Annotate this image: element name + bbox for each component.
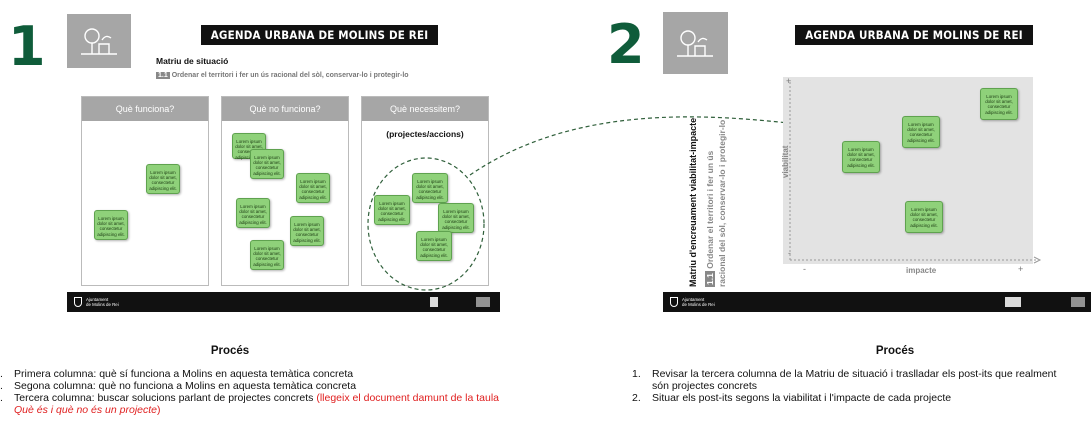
process2-title: Procés [875,345,915,357]
y-axis-label: viabilitat [781,145,790,178]
sticky-note[interactable]: Lorem ipsum dolor sit amet, consectetur … [842,141,880,173]
sticky-note[interactable]: Lorem ipsum dolor sit amet, consectetur … [94,210,128,240]
process1-step-3-note-italic: Què és i què no és un projecte [14,404,158,416]
column-header-works: Què funciona? [82,97,208,121]
process2-step-1: Revisar la tercera columna de la Matriu … [652,368,1057,392]
partner-logos [1005,297,1085,307]
connector-arrow [367,116,820,291]
panel1-footer: Ajuntament de Molins de Rei [67,292,500,312]
step-number-2: 2 [607,13,645,76]
process2-steps: 1. Revisar la tercera columna de la Matri… [632,368,1062,404]
column-works: Què funciona? [81,96,209,286]
sticky-note[interactable]: Lorem ipsum dolor sit amet, consectetur … [250,149,284,179]
process1-title: Procés [210,345,250,357]
x-axis-plus: + [1018,264,1024,274]
sticky-note[interactable]: Lorem ipsum dolor sit amet, consectetur … [296,173,330,203]
sticky-note[interactable]: Lorem ipsum dolor sit amet, consectetur … [902,116,940,148]
panel1-banner: AGENDA URBANA DE MOLINS DE REI [201,25,438,45]
sticky-note[interactable]: Lorem ipsum dolor sit amet, consectetur … [250,240,284,270]
objective-code: 1.1 [705,271,715,287]
x-axis-minus: - [803,264,806,274]
column-header-needs: Què necessitem? [362,97,488,121]
sticky-note[interactable]: Lorem ipsum dolor sit amet, consectetur … [905,201,943,233]
footer-logo-text: Ajuntament de Molins de Rei [682,297,715,307]
y-axis-plus: + [786,76,792,86]
sticky-note[interactable]: Lorem ipsum dolor sit amet, consectetur … [236,198,270,228]
objective-code: 1.1 [156,72,170,79]
column-header-not-works: Què no funciona? [222,97,348,121]
process2-step-2-num: 2. [632,392,641,404]
sticky-note[interactable]: Lorem ipsum dolor sit amet, consectetur … [146,164,180,194]
panel1-objective: 1.1 Ordenar el territori i fer un ús rac… [156,72,409,79]
panel2-banner: AGENDA URBANA DE MOLINS DE REI [795,25,1033,45]
process1-step-3: Tercera columna: buscar solucions parlan… [14,392,314,404]
shield-icon [74,297,82,307]
objective-text: Ordenar el territori i fer un ús raciona… [171,72,409,79]
matrix-axes [789,82,1042,264]
process1-step-3-note: (llegeix el document damunt de la taula [316,392,500,404]
panel2-vertical-title: Matriu d'encreuament viabilitat-impacte [688,117,698,287]
objective-line2: racional del sòl, conservar-lo i protegi… [717,119,727,287]
column-subheader-needs: (projectes/accions) [386,129,464,139]
process1-step-3-note-close: ) [157,404,161,416]
sticky-note[interactable]: Lorem ipsum dolor sit amet, consectetur … [438,203,474,233]
footer-logo-text: Ajuntament de Molins de Rei [86,297,119,307]
sticky-note[interactable]: Lorem ipsum dolor sit amet, consectetur … [416,231,452,261]
step-number-1: 1 [8,15,46,78]
panel1-subtitle: Matriu de situació [156,56,229,66]
panel2-vertical-objective: 1.1 Ordenar el territori i fer un ús rac… [704,120,728,287]
partner-logos [430,297,490,307]
panel2-footer: Ajuntament de Molins de Rei [663,292,1091,312]
city-icon-box [67,14,131,68]
shield-icon [670,297,678,307]
sticky-note[interactable]: Lorem ipsum dolor sit amet, consectetur … [412,173,448,203]
objective-line1: Ordenar el territori i fer un ús [705,150,715,269]
city-icon-box [663,12,728,74]
x-axis-label: impacte [906,266,937,275]
process1-step-2: Segona columna: què no funciona a Molins… [14,380,357,392]
process2-step-2: Situar els post-its segons la viabilitat… [652,392,952,404]
tree-building-icon [677,30,713,57]
process1-step-1: Primera columna: què sí funciona a Molin… [14,368,354,380]
y-axis-minus: - [788,248,791,258]
process2-step-1-num: 1. [632,368,641,380]
process1-steps: .Primera columna: què sí funciona a Moli… [0,368,500,416]
sticky-note[interactable]: Lorem ipsum dolor sit amet, consectetur … [980,88,1018,120]
sticky-note[interactable]: Lorem ipsum dolor sit amet, consectetur … [290,216,324,246]
sticky-note[interactable]: Lorem ipsum dolor sit amet, consectetur … [232,133,266,160]
tree-building-icon [81,28,117,55]
sticky-note[interactable]: Lorem ipsum dolor sit amet, consectetur … [374,195,410,225]
